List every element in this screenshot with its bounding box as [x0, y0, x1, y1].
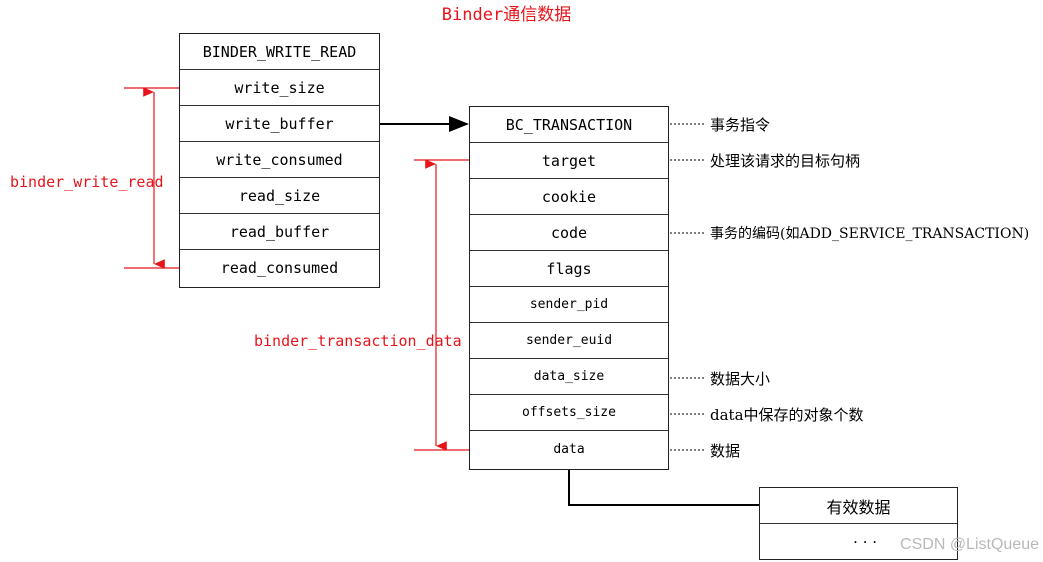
annotation-code: 事务的编码(如ADD_SERVICE_TRANSACTION) [710, 226, 1030, 242]
annotation-target: 处理该请求的目标句柄 [710, 152, 861, 170]
table-row: flags [470, 251, 668, 287]
table-row: write_consumed [180, 142, 379, 178]
table-row: offsets_size [470, 395, 668, 431]
payload-box: 有效数据 · · · [759, 487, 958, 560]
table-row: target [470, 143, 668, 179]
table-row: data [553, 442, 585, 457]
table-row: read_size [180, 178, 379, 214]
diagram-title: Binder通信数据 [441, 5, 572, 25]
table-row: sender_pid [470, 287, 668, 323]
bc-transaction-table: BC_TRANSACTION target cookie code flags … [469, 106, 669, 470]
annotation-offsets-size: data中保存的对象个数 [710, 406, 864, 424]
watermark: CSDN @ListQueue [900, 536, 1039, 553]
binder-transaction-data-label: binder_transaction_data [254, 332, 462, 350]
binder-write-read-table: BINDER_WRITE_READ write_size write_buffe… [179, 33, 380, 288]
annotation-data: 数据 [710, 442, 741, 460]
table-header: BC_TRANSACTION [470, 107, 668, 143]
binder-write-read-label: binder_write_read [10, 173, 164, 191]
table-row: sender_euid [470, 323, 668, 359]
table-row: write_size [180, 70, 379, 106]
annotation-header: 事务指令 [710, 116, 771, 134]
table-row: code [470, 215, 668, 251]
table-row: read_buffer [180, 214, 379, 250]
table-row: read_consumed [220, 259, 339, 277]
table-row: data_size [470, 359, 668, 395]
table-header: BINDER_WRITE_READ [180, 34, 379, 70]
payload-body: · · · [853, 532, 877, 551]
table-row: write_buffer [180, 106, 379, 142]
payload-header: 有效数据 [760, 488, 957, 524]
table-row: cookie [470, 179, 668, 215]
data-connector [568, 469, 760, 506]
annotation-data-size: 数据大小 [710, 370, 771, 388]
